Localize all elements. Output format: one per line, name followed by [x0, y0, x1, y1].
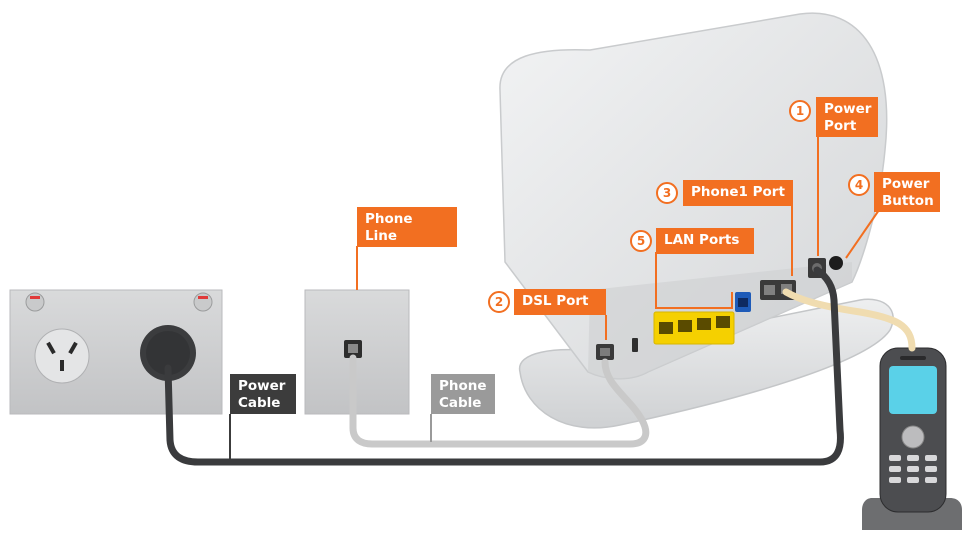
power-button: [829, 256, 843, 270]
outlet-screw-left: [25, 292, 45, 312]
power-button-number: 4: [848, 174, 870, 196]
handset-speaker: [900, 356, 926, 360]
lan-ports-label: LAN Ports: [656, 228, 754, 254]
power-button-label: Power Button: [874, 172, 940, 212]
phone-cable: [349, 354, 650, 448]
handset-cable: [782, 288, 916, 352]
phone-line-socket-label: Phone Line Socket: [357, 207, 457, 261]
outlet-screw-right: [193, 292, 213, 312]
dsl-port-label: DSL Port: [514, 289, 606, 315]
dsl-port-number: 2: [488, 291, 510, 313]
phone1-port-label: Phone1 Port: [683, 180, 793, 206]
phone-line-socket-jack-inner: [348, 344, 358, 353]
power-cable: [164, 266, 844, 466]
power-plug-face: [146, 331, 190, 375]
lan-ports: [653, 311, 735, 345]
handset-keypad: [889, 455, 937, 483]
orange-leader-lines: [356, 135, 880, 340]
lan-ports-number: 5: [630, 230, 652, 252]
side-slot: [632, 338, 638, 352]
phone-cable-label: Phone Cable: [431, 374, 495, 414]
outlet-screw-left-mark: [30, 296, 40, 299]
outlet-socket: [34, 328, 90, 384]
wan-port-socket: [738, 298, 748, 307]
outlet-socket-pins: [46, 341, 78, 371]
power-port-label: Power Port: [816, 97, 878, 137]
power-cable-label: Power Cable: [230, 374, 296, 414]
dsl-port-socket: [600, 348, 610, 356]
handset-nav-pad: [901, 425, 925, 449]
outlet-screw-right-mark: [198, 296, 208, 299]
handset-screen: [889, 366, 937, 414]
power-port-number: 1: [789, 100, 811, 122]
phone1-port-number: 3: [656, 182, 678, 204]
